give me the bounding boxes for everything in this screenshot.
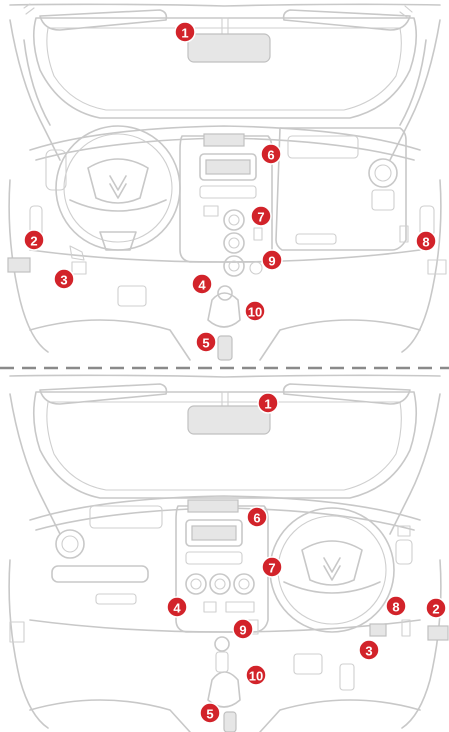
callout-number: 6 xyxy=(267,148,274,163)
callout-6-left-hand-drive: 6 xyxy=(260,143,282,165)
callout-badge xyxy=(358,639,380,661)
callout-6-right-hand-drive: 6 xyxy=(246,506,268,528)
callout-8-right-hand-drive: 8 xyxy=(385,595,407,617)
callout-9-left-hand-drive: 9 xyxy=(261,249,283,271)
rear-view-mirror xyxy=(187,33,271,63)
callout-7-right-hand-drive: 7 xyxy=(261,556,283,578)
callout-number: 7 xyxy=(268,561,275,576)
callout-number: 4 xyxy=(198,278,206,293)
callout-5-left-hand-drive: 5 xyxy=(195,331,217,353)
callout-badge xyxy=(195,331,217,353)
callout-2-left-hand-drive: 2 xyxy=(23,229,45,251)
callout-number: 2 xyxy=(30,234,37,249)
callout-badge xyxy=(415,230,437,252)
callout-badge xyxy=(23,229,45,251)
callout-1-left-hand-drive: 1 xyxy=(174,21,196,43)
callout-badge xyxy=(260,143,282,165)
callout-badge xyxy=(246,506,268,528)
callout-number: 1 xyxy=(181,26,188,41)
callout-number: 1 xyxy=(264,397,271,412)
callout-badge xyxy=(199,702,221,724)
view-right-hand-drive xyxy=(8,374,449,732)
callout-badge xyxy=(385,595,407,617)
callout-number: 4 xyxy=(173,601,181,616)
callout-number: 8 xyxy=(422,235,429,250)
callout-number: 7 xyxy=(257,210,264,225)
callout-4-right-hand-drive: 4 xyxy=(166,596,188,618)
callout-8-left-hand-drive: 8 xyxy=(415,230,437,252)
callout-badge xyxy=(166,596,188,618)
callout-layer: 1 6 7 2 8 9 3 4 10 5 1 6 7 4 8 2 9 3 10 5 xyxy=(23,21,447,724)
callout-badge xyxy=(191,273,213,295)
callout-5-right-hand-drive: 5 xyxy=(199,702,221,724)
callout-badge xyxy=(425,597,447,619)
callout-number: 3 xyxy=(365,644,372,659)
callout-number: 6 xyxy=(253,511,260,526)
callout-7-left-hand-drive: 7 xyxy=(250,205,272,227)
callout-badge xyxy=(245,664,267,686)
callout-number: 9 xyxy=(239,623,246,638)
callout-4-left-hand-drive: 4 xyxy=(191,273,213,295)
callout-9-right-hand-drive: 9 xyxy=(232,618,254,640)
callout-number: 10 xyxy=(249,669,263,684)
rear-view-mirror-rhd xyxy=(187,405,271,435)
view-left-hand-drive xyxy=(7,3,447,361)
callout-2-right-hand-drive: 2 xyxy=(425,597,447,619)
callout-number: 3 xyxy=(60,273,67,288)
callout-badge xyxy=(232,618,254,640)
callout-badge xyxy=(53,268,75,290)
callout-number: 5 xyxy=(206,707,213,722)
callout-number: 9 xyxy=(268,254,275,269)
callout-3-left-hand-drive: 3 xyxy=(53,268,75,290)
radio-display-lhd xyxy=(205,159,251,175)
callout-badge xyxy=(261,249,283,271)
callout-number: 8 xyxy=(392,600,399,615)
callout-badge xyxy=(257,392,279,414)
callout-number: 10 xyxy=(248,305,262,320)
callout-badge xyxy=(261,556,283,578)
callout-badge xyxy=(174,21,196,43)
steering-wheel-rhd xyxy=(269,507,395,633)
callout-badge xyxy=(250,205,272,227)
callout-3-right-hand-drive: 3 xyxy=(358,639,380,661)
callout-number: 5 xyxy=(202,336,209,351)
callout-10-left-hand-drive: 10 xyxy=(244,300,266,322)
callout-badge xyxy=(244,300,266,322)
callout-number: 2 xyxy=(432,602,439,617)
radio-display-rhd xyxy=(191,525,237,541)
callout-1-right-hand-drive: 1 xyxy=(257,392,279,414)
upper-vent-lhd xyxy=(203,133,245,147)
callout-10-right-hand-drive: 10 xyxy=(245,664,267,686)
